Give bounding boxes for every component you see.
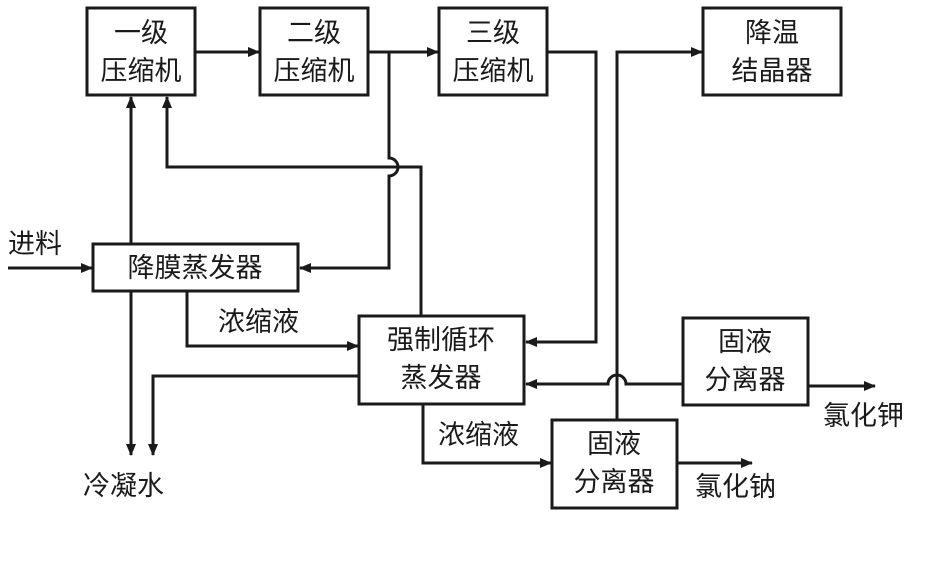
separator-right-label-line1: 固液 bbox=[718, 327, 772, 358]
compressor-1-label-line2: 压缩机 bbox=[101, 56, 182, 87]
crystallizer-label-line2: 结晶器 bbox=[732, 56, 813, 87]
separator-right-label-line2: 分离器 bbox=[705, 365, 786, 396]
separator-bottom-label-line1: 固液 bbox=[587, 429, 641, 460]
arrow-concentrate-to-separator-bottom bbox=[421, 404, 552, 468]
arrow-concentrate-to-forced-circulation bbox=[185, 291, 359, 351]
compressor-3-box: 三级 压缩机 bbox=[437, 6, 549, 97]
forced-circulation-evaporator-label-line1: 强制循环 bbox=[387, 325, 495, 356]
forced-circulation-evaporator-box: 强制循环 蒸发器 bbox=[357, 314, 526, 406]
compressor-1-label-line1: 一级 bbox=[114, 18, 168, 49]
compressor-1-box: 一级 压缩机 bbox=[85, 6, 197, 97]
concentrate-label-2: 浓缩液 bbox=[438, 420, 519, 451]
condensate-label: 冷凝水 bbox=[83, 471, 164, 502]
separator-bottom-label-line2: 分离器 bbox=[574, 467, 655, 498]
compressor-3-label-line2: 压缩机 bbox=[453, 56, 534, 87]
compressor-2-label-line2: 压缩机 bbox=[274, 56, 355, 87]
arrow-compressor3-to-forced-circulation bbox=[525, 50, 598, 347]
crystallizer-label-line1: 降温 bbox=[745, 18, 799, 49]
falling-film-evaporator-box: 降膜蒸发器 bbox=[91, 242, 300, 293]
arrow-condensate-from-forced-circulation bbox=[148, 374, 358, 456]
crystallizer-box: 降温 结晶器 bbox=[701, 6, 843, 97]
separator-bottom-box: 固液 分离器 bbox=[550, 418, 679, 510]
separator-right-box: 固液 分离器 bbox=[681, 316, 810, 407]
compressor-2-box: 二级 压缩机 bbox=[258, 6, 370, 97]
arrow-forced-circulation-to-compressor1 bbox=[162, 96, 423, 316]
sodium-chloride-label: 氯化钠 bbox=[695, 472, 776, 503]
concentrate-label-1: 浓缩液 bbox=[218, 307, 299, 338]
compressor-2-label-line1: 二级 bbox=[287, 18, 341, 49]
forced-circulation-evaporator-label-line2: 蒸发器 bbox=[401, 363, 482, 394]
compressor-3-label-line1: 三级 bbox=[466, 18, 520, 49]
arrow-separator-bottom-to-crystallizer bbox=[615, 47, 703, 420]
potassium-chloride-label: 氯化钾 bbox=[823, 401, 904, 432]
arrow-separator-right-to-forced-circulation bbox=[525, 373, 683, 389]
feed-label: 进料 bbox=[8, 229, 62, 260]
falling-film-evaporator-label: 降膜蒸发器 bbox=[128, 253, 263, 284]
